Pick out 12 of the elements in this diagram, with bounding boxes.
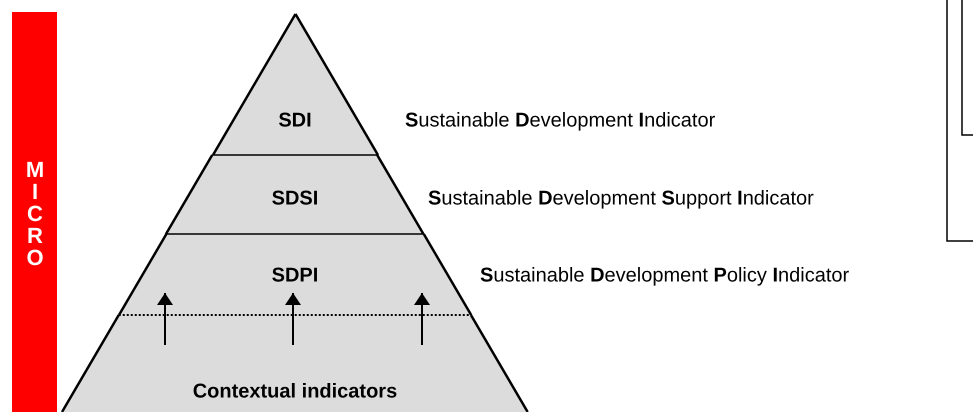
scale-label: MICRO xyxy=(24,157,46,267)
layer-description: Sustainable Development Policy Indicator xyxy=(480,264,850,288)
layer-description: Sustainable Development Indicator xyxy=(405,110,716,132)
layer-label: SDSI xyxy=(272,188,318,210)
scale-bar xyxy=(12,12,57,412)
layer-label: SDPI xyxy=(272,264,318,288)
arrow xyxy=(285,293,301,345)
layer-description: Sustainable Development Support Indicator xyxy=(428,188,814,210)
arrow xyxy=(157,293,173,345)
layer-label: Contextual indicators xyxy=(192,380,398,404)
layer-label: SDI xyxy=(278,110,312,132)
arrow xyxy=(414,293,430,345)
